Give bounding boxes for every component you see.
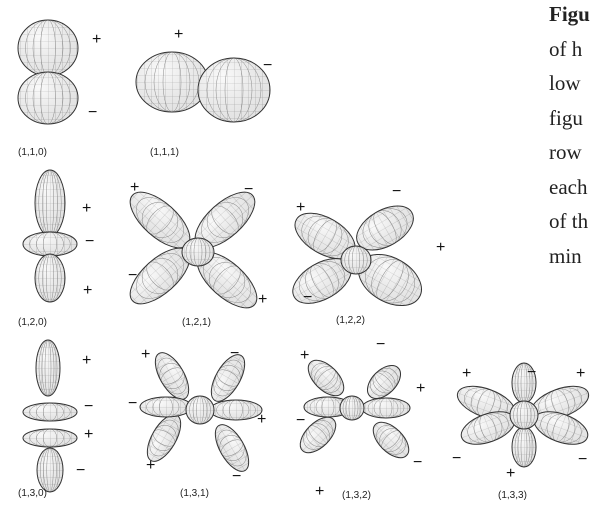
minus-sign: − <box>230 345 240 362</box>
orbital-2-lobe-0 <box>34 169 66 237</box>
plus-sign: + <box>82 200 92 217</box>
orbital-2-lobe-2 <box>34 253 66 303</box>
plus-sign: + <box>462 365 472 382</box>
orbital-label: (1,1,0) <box>18 147 47 158</box>
caption-heading: Figu <box>549 2 590 26</box>
orbital-7-lobe-1 <box>367 365 401 399</box>
plus-sign: + <box>506 465 516 482</box>
caption-line: row <box>549 140 582 164</box>
orbital-4-lobe-2 <box>292 258 352 304</box>
plus-sign: + <box>436 239 446 256</box>
orbital-label: (1,2,2) <box>336 315 365 326</box>
minus-sign: − <box>296 412 306 429</box>
orbital-4-lobe-4 <box>340 245 372 275</box>
plus-sign: + <box>576 365 586 382</box>
minus-sign: − <box>232 468 242 485</box>
minus-sign: − <box>392 183 402 200</box>
orbital-6-lobe-0 <box>154 352 190 400</box>
orbital-7-lobe-5 <box>361 397 411 419</box>
plus-sign: + <box>257 411 267 428</box>
plus-sign: + <box>84 426 94 443</box>
orbital-6-lobe-2 <box>146 414 182 462</box>
minus-sign: − <box>85 233 95 250</box>
orbital-8-lobe-5 <box>511 426 537 468</box>
orbital-5-lobe-0 <box>35 339 61 397</box>
orbital-label: (1,3,3) <box>498 490 527 501</box>
orbital-3-lobe-1 <box>194 191 256 249</box>
orbital-3-lobe-4 <box>181 237 215 267</box>
minus-sign: − <box>88 104 98 121</box>
plus-sign: + <box>416 380 426 397</box>
minus-sign: − <box>128 395 138 412</box>
minus-sign: − <box>84 398 94 415</box>
orbital-4-lobe-0 <box>294 212 356 260</box>
plus-sign: + <box>315 483 325 500</box>
orbital-label: (1,2,0) <box>18 317 47 328</box>
minus-sign: − <box>578 451 588 468</box>
orbital-4-lobe-1 <box>356 205 414 251</box>
orbital-5-lobe-2 <box>22 428 78 448</box>
orbital-8-lobe-6 <box>509 400 539 430</box>
caption-line: low <box>549 71 581 95</box>
orbital-label: (1,1,1) <box>150 147 179 158</box>
minus-sign: − <box>303 289 313 306</box>
minus-sign: − <box>128 267 138 284</box>
plus-sign: + <box>258 291 268 308</box>
orbital-6-lobe-1 <box>210 354 246 402</box>
plus-sign: + <box>296 199 306 216</box>
orbital-label: (1,2,1) <box>182 317 211 328</box>
orbital-0-lobe-0 <box>17 19 79 77</box>
plus-sign: + <box>146 457 156 474</box>
orbital-7-lobe-2 <box>299 416 337 454</box>
plus-sign: + <box>141 346 151 363</box>
orbital-6-lobe-6 <box>185 395 215 425</box>
minus-sign: − <box>413 454 423 471</box>
plus-sign: + <box>130 179 140 196</box>
caption-line: of th <box>549 209 589 233</box>
minus-sign: − <box>376 336 386 353</box>
orbital-label: (1,3,0) <box>18 488 47 499</box>
orbital-7-lobe-0 <box>307 359 345 397</box>
minus-sign: − <box>76 462 86 479</box>
orbital-6-lobe-3 <box>214 424 250 472</box>
caption-line: each <box>549 174 588 199</box>
orbital-7-lobe-4 <box>303 396 353 418</box>
orbital-4-lobe-3 <box>358 253 422 307</box>
orbital-label: (1,3,2) <box>342 490 371 501</box>
orbital-5-lobe-3 <box>36 447 64 493</box>
plus-sign: + <box>82 352 92 369</box>
orbital-1-lobe-1 <box>197 57 271 123</box>
orbital-1-lobe-0 <box>135 51 209 113</box>
plus-sign: + <box>83 282 93 299</box>
minus-sign: − <box>527 364 537 381</box>
plus-sign: + <box>174 26 184 43</box>
minus-sign: − <box>244 181 254 198</box>
orbital-2-lobe-1 <box>22 231 78 257</box>
orbital-5-lobe-1 <box>22 402 78 422</box>
orbital-8-lobe-2 <box>460 411 516 445</box>
plus-sign: + <box>300 347 310 364</box>
orbital-7-lobe-3 <box>372 421 410 459</box>
orbital-label: (1,3,1) <box>180 488 209 499</box>
orbital-6-lobe-5 <box>209 399 263 421</box>
plus-sign: + <box>92 31 102 48</box>
orbital-7-lobe-6 <box>339 395 365 421</box>
minus-sign: − <box>263 57 273 74</box>
orbital-0-lobe-1 <box>17 71 79 125</box>
caption-line: min <box>549 243 582 268</box>
caption-line: of h <box>549 36 583 61</box>
caption-line: figu <box>549 105 583 130</box>
orbital-3-lobe-0 <box>129 191 191 249</box>
orbital-6-lobe-4 <box>139 396 193 418</box>
minus-sign: − <box>452 450 462 467</box>
